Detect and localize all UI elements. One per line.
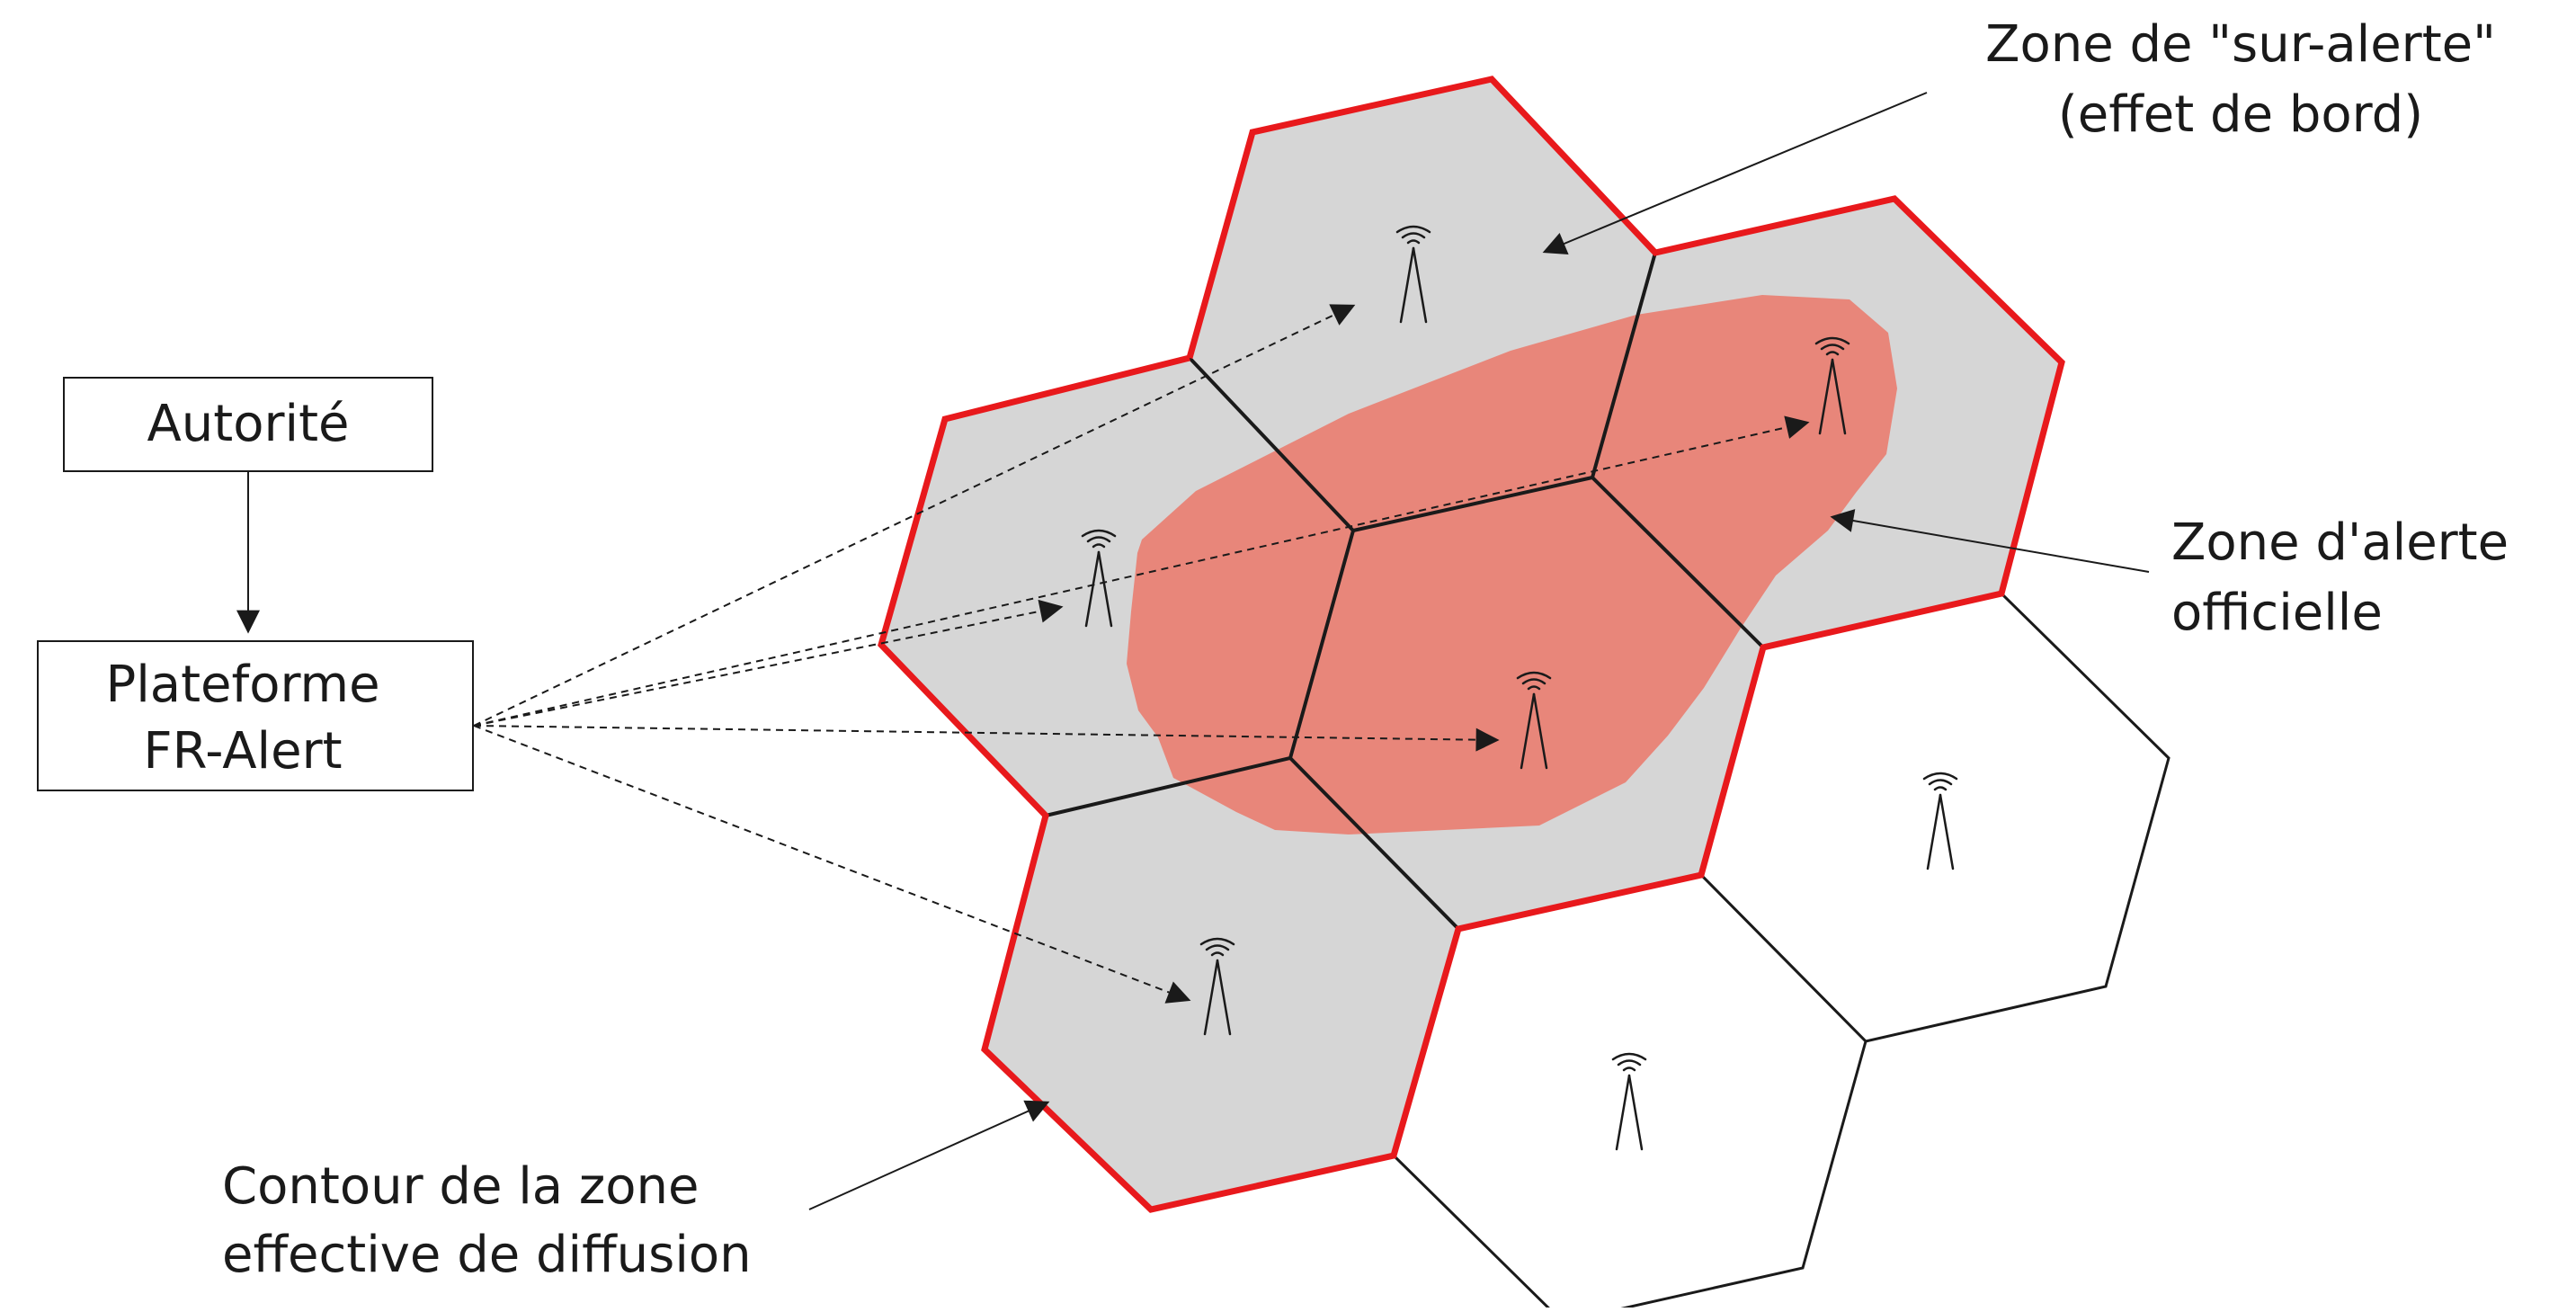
broadcast-contour <box>878 76 2065 1213</box>
broadcast-arrow <box>473 725 1500 752</box>
antenna-icon <box>1814 336 1850 435</box>
autorite-box: Autorité <box>63 377 433 472</box>
plateforme-label-line1: Plateforme <box>105 656 379 714</box>
antenna-icon <box>1081 529 1117 628</box>
broadcast-arrows <box>473 304 1810 1004</box>
zone-alerte-callout <box>1830 509 2150 573</box>
callout-arrows <box>808 92 2150 1210</box>
sur-alerte-line1: Zone de "sur-alerte" <box>1985 15 2496 74</box>
zone-alerte-label: Zone d'alerte officielle <box>2171 513 2509 642</box>
broadcast-arrow <box>473 415 1810 727</box>
plateforme-box: Plateforme FR-Alert <box>37 640 474 791</box>
zone-alerte-line2: officielle <box>2171 584 2383 642</box>
uncovered-cells <box>1392 592 2170 1312</box>
broadcast-arrow <box>473 304 1356 727</box>
antenna-icon <box>1611 1052 1647 1151</box>
autorite-label: Autorité <box>147 395 349 453</box>
sur-alerte-callout <box>1542 92 1928 255</box>
antenna-icon <box>1199 937 1235 1036</box>
antenna-icon <box>1922 772 1958 870</box>
antenna-icon <box>1516 671 1552 770</box>
antenna-icon <box>1395 225 1431 324</box>
contour-label: Contour de la zone effective de diffusio… <box>222 1157 752 1284</box>
contour-line2: effective de diffusion <box>222 1226 752 1284</box>
plateforme-label-line2: FR-Alert <box>143 722 342 781</box>
official-alert-zone <box>1127 295 1897 835</box>
sur-alerte-line2: (effet de bord) <box>2058 85 2423 144</box>
zone-alerte-line1: Zone d'alerte <box>2171 513 2509 572</box>
broadcast-arrow <box>473 725 1191 1004</box>
contour-line1: Contour de la zone <box>222 1157 699 1216</box>
contour-callout <box>808 1100 1050 1210</box>
antennas <box>1081 225 1958 1151</box>
sur-alerte-label: Zone de "sur-alerte" (effet de bord) <box>1985 15 2496 144</box>
